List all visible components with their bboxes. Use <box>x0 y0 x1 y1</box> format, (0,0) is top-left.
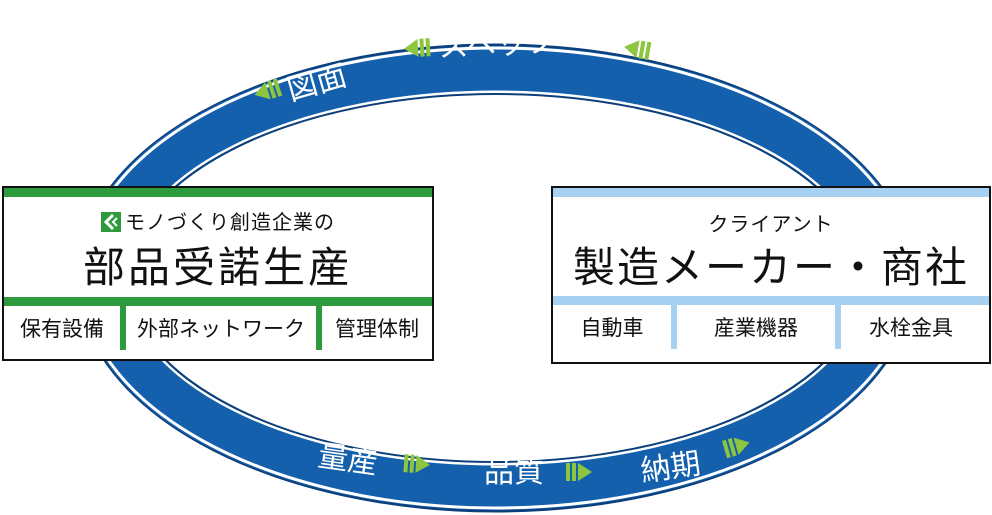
cell-divider <box>671 305 677 349</box>
client-cell-faucet: 水栓金具 <box>869 316 953 340</box>
supplier-cells: 保有設備 外部ネットワーク 管理体制 <box>4 306 432 350</box>
supplier-subtitle-text: モノづくり創造企業の <box>125 210 335 234</box>
bottom-label-1: 量産 <box>316 439 380 482</box>
supplier-subtitle: モノづくり創造企業の <box>4 206 432 235</box>
client-title: 製造メーカー・商社 <box>572 243 969 292</box>
supplier-top-bar <box>4 188 432 197</box>
client-cells: 自動車 産業機器 水栓金具 <box>553 305 989 349</box>
bottom-label-3: 納期 <box>639 446 703 489</box>
supplier-cell-network: 外部ネットワーク <box>137 317 305 341</box>
k-logo-icon <box>101 212 121 232</box>
supplier-cell-equipment: 保有設備 <box>20 317 104 341</box>
client-subtitle: クライアント <box>708 212 834 236</box>
bottom-flow-labels: 量産 品質 納期 <box>316 433 752 490</box>
cell-divider <box>120 306 126 350</box>
top-label-2: スペック <box>437 24 557 65</box>
client-cell-industrial: 産業機器 <box>714 316 798 340</box>
client-box: クライアント 製造メーカー・商社 自動車 産業機器 水栓金具 <box>551 186 991 364</box>
client-cell-automobile: 自動車 <box>580 316 644 340</box>
supplier-mid-bar <box>4 297 432 306</box>
bottom-label-2: 品質 <box>484 455 544 490</box>
client-top-bar <box>553 188 989 197</box>
client-mid-bar <box>553 296 989 305</box>
cell-divider <box>316 306 322 350</box>
supplier-title: 部品受諾生産 <box>82 243 353 292</box>
supplier-box: モノづくり創造企業の 部品受諾生産 保有設備 外部ネットワーク 管理体制 <box>2 186 434 361</box>
cell-divider <box>835 305 841 349</box>
supplier-cell-management: 管理体制 <box>335 317 419 341</box>
